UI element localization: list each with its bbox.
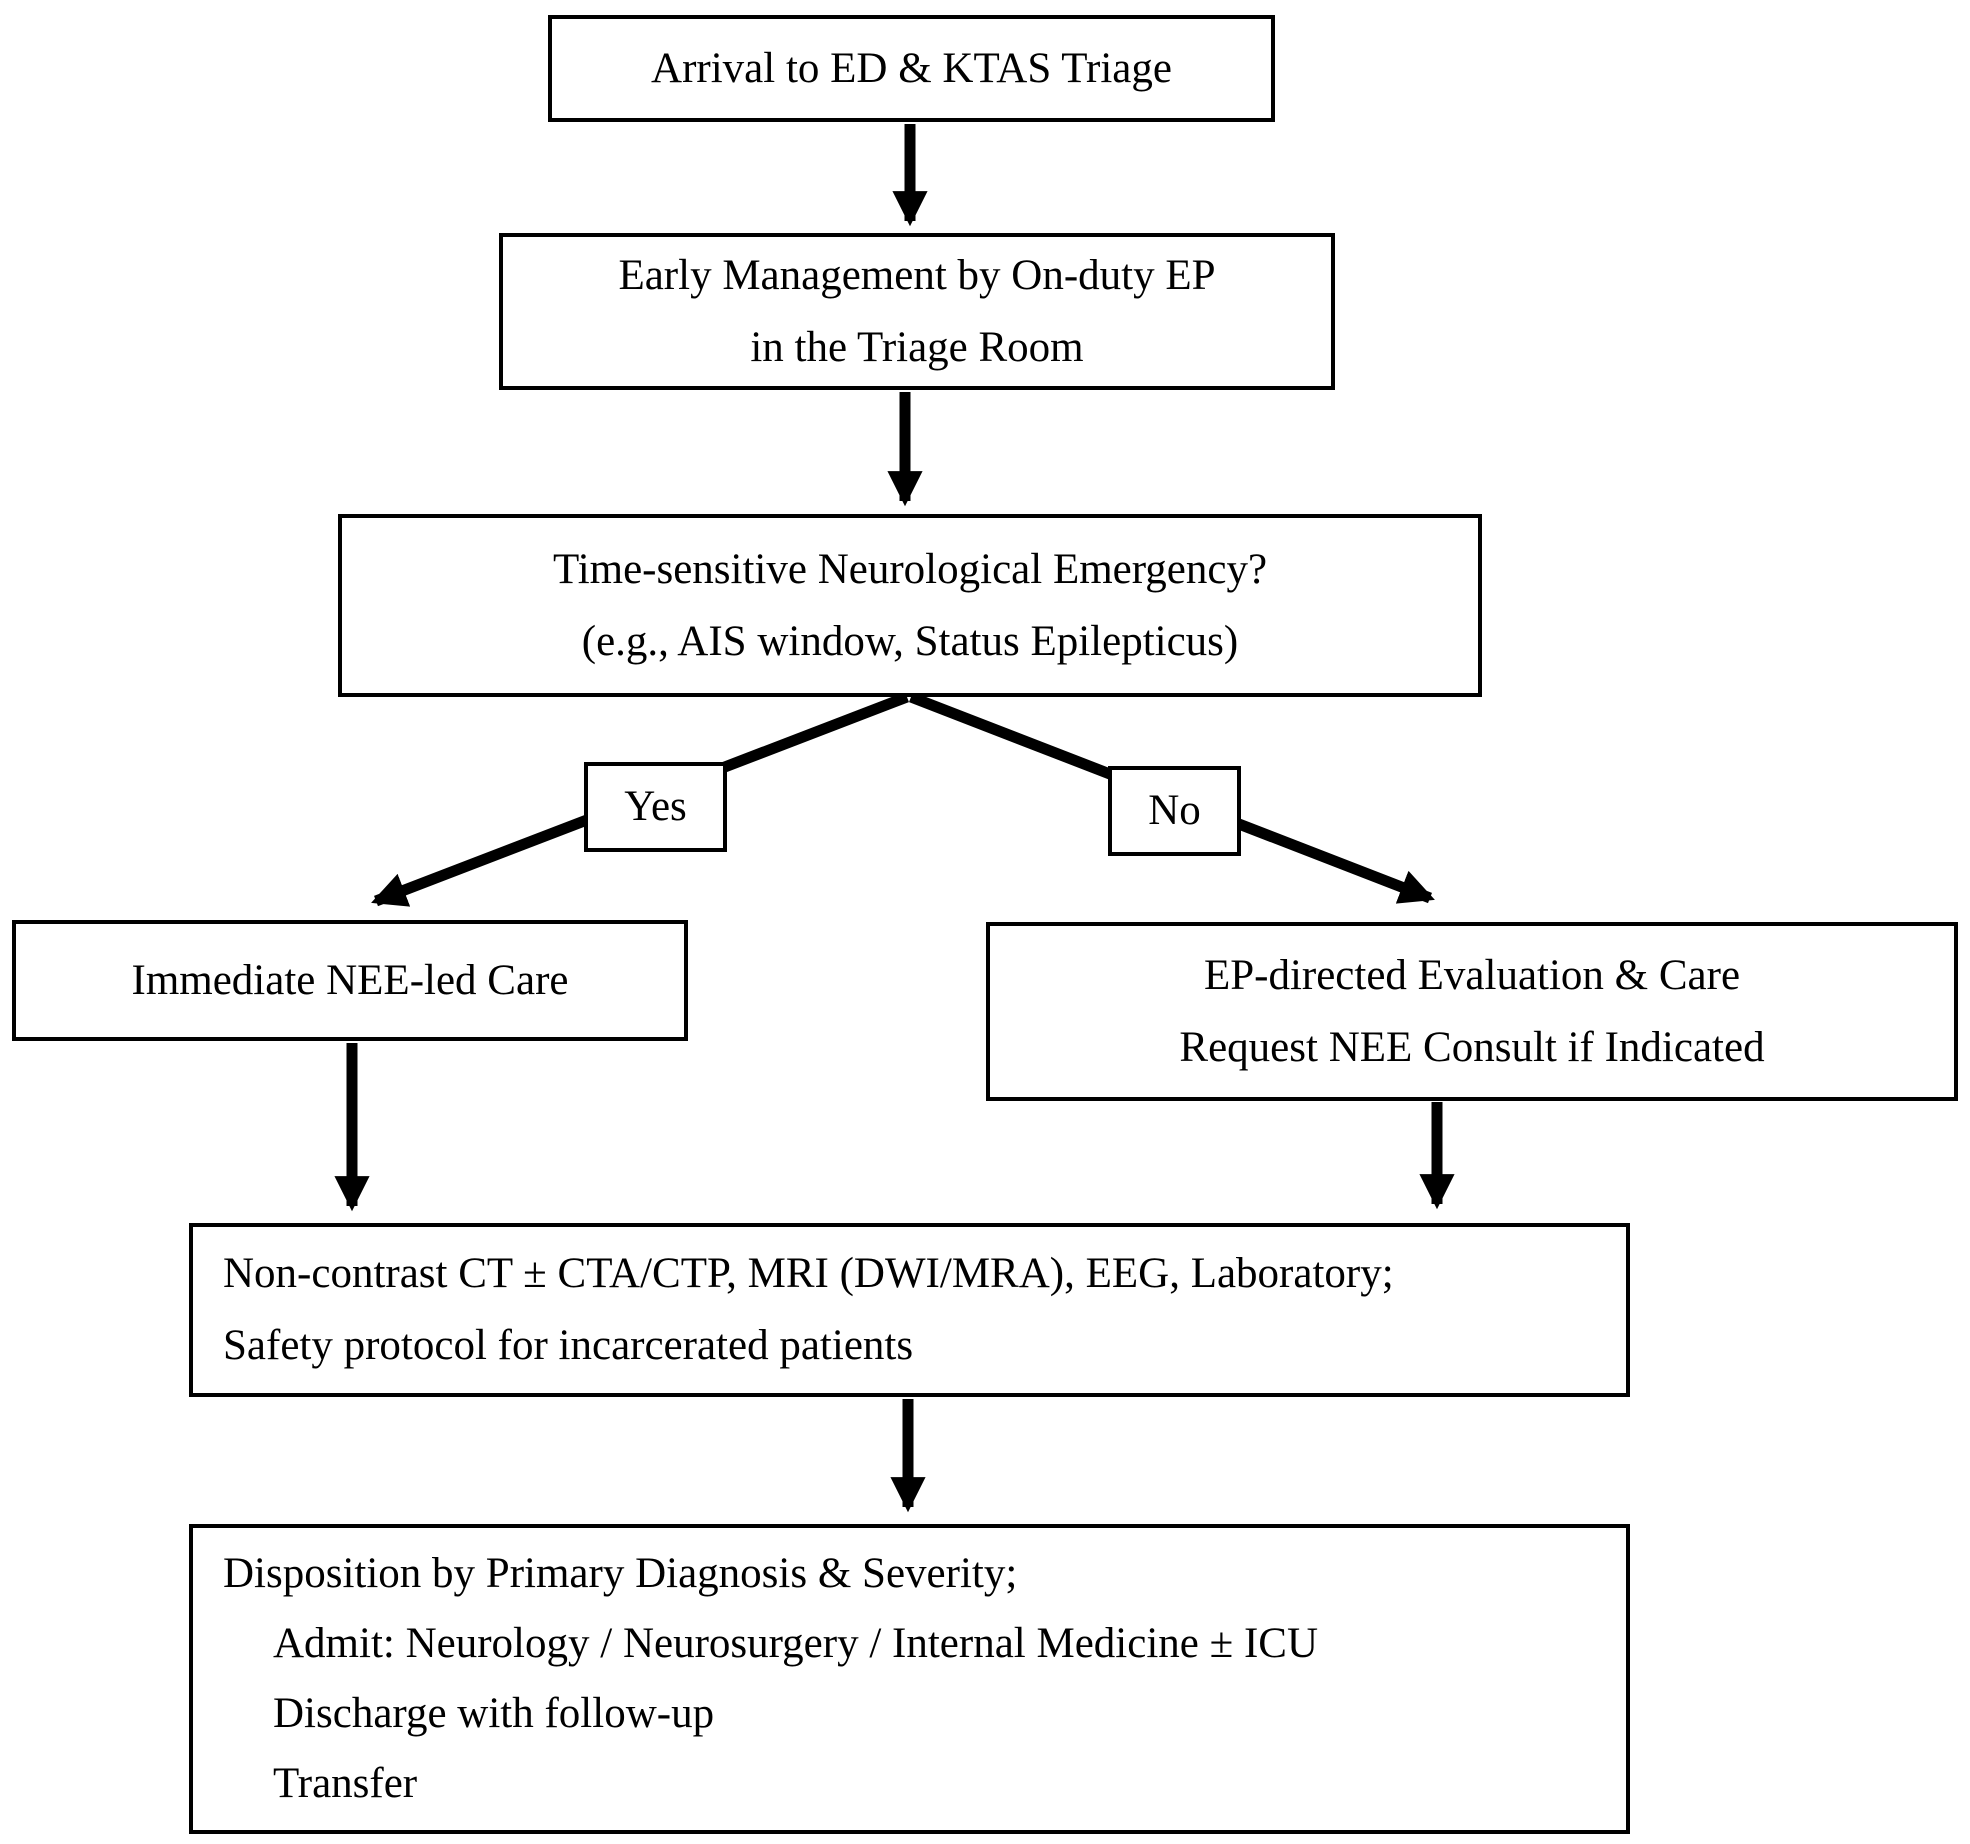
node-ep-directed-line1: EP-directed Evaluation & Care [1203,951,1741,999]
node-early-management: Early Management by On-duty EP in the Tr… [499,233,1335,390]
node-immediate-nee-care-text: Immediate NEE-led Care [131,956,569,1004]
node-disposition-line1: Disposition by Primary Diagnosis & Sever… [223,1550,1018,1597]
node-arrival-text: Arrival to ED & KTAS Triage [651,44,1172,92]
node-workup-line1: Non-contrast CT ± CTA/CTP, MRI (DWI/MRA)… [223,1250,1394,1297]
node-decision-line2: (e.g., AIS window, Status Epilepticus) [581,617,1239,665]
branch-label-yes-text: Yes [624,783,687,830]
node-ep-directed: EP-directed Evaluation & Care Request NE… [986,922,1958,1101]
node-early-management-line1: Early Management by On-duty EP [618,251,1216,299]
node-decision-line1: Time-sensitive Neurological Emergency? [552,545,1268,593]
node-disposition-line4: Transfer [273,1760,418,1807]
node-ep-directed-line2: Request NEE Consult if Indicated [1179,1023,1765,1071]
branch-label-yes: Yes [584,762,727,852]
node-early-management-line2: in the Triage Room [750,323,1084,371]
branch-label-no-text: No [1148,787,1201,834]
branch-label-no: No [1108,766,1241,856]
node-disposition: Disposition by Primary Diagnosis & Sever… [189,1524,1630,1834]
node-decision: Time-sensitive Neurological Emergency? (… [338,514,1482,697]
node-arrival: Arrival to ED & KTAS Triage [548,15,1275,122]
node-disposition-line3: Discharge with follow-up [273,1690,715,1737]
node-workup: Non-contrast CT ± CTA/CTP, MRI (DWI/MRA)… [189,1223,1630,1397]
node-workup-line2: Safety protocol for incarcerated patient… [223,1322,914,1369]
node-disposition-line2: Admit: Neurology / Neurosurgery / Intern… [273,1620,1319,1667]
node-immediate-nee-care: Immediate NEE-led Care [12,920,688,1041]
